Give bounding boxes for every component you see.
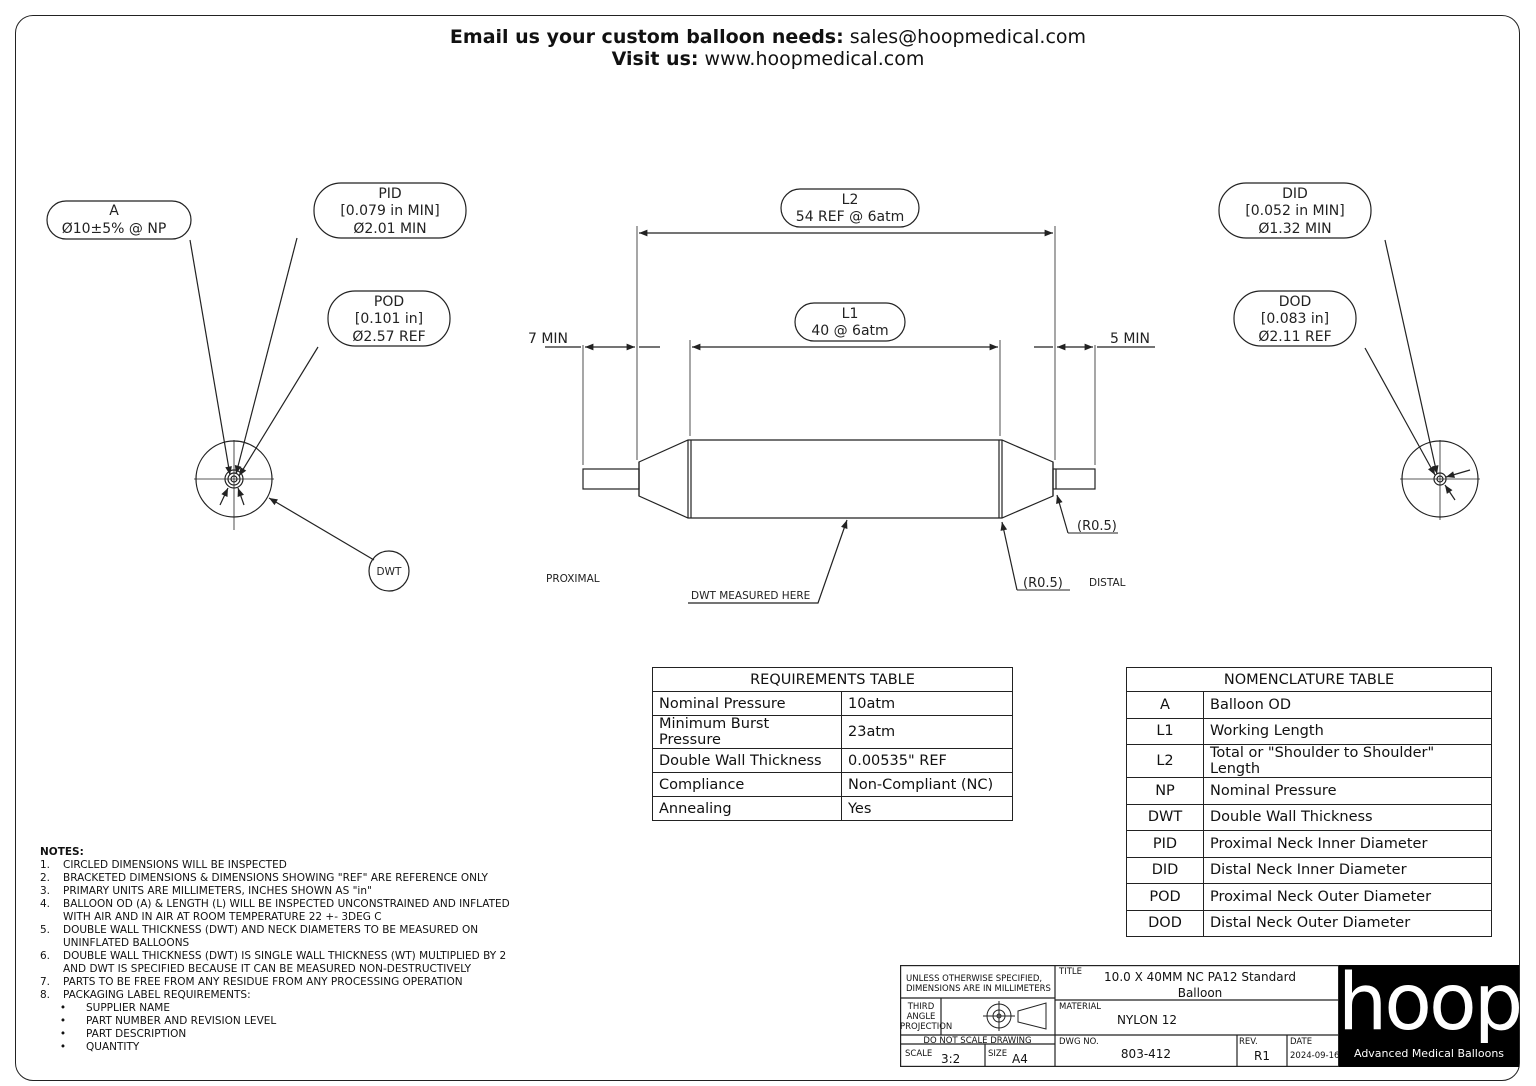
callout-did-name: DID — [1282, 186, 1308, 202]
note-item: WITH AIR AND IN AIR AT ROOM TEMPERATURE … — [63, 911, 382, 923]
proximal-end-view — [194, 440, 274, 530]
rev-label: REV. — [1239, 1037, 1258, 1047]
callout-dwt: DWT — [377, 566, 402, 578]
email-line: Email us your custom balloon needs: sale… — [0, 26, 1536, 48]
note-item: 2.BRACKETED DIMENSIONS & DIMENSIONS SHOW… — [40, 872, 488, 884]
note-item: 8.PACKAGING LABEL REQUIREMENTS: — [40, 989, 251, 1001]
website-link[interactable]: www.hoopmedical.com — [704, 48, 925, 70]
callout-pid-in: [0.079 in MIN] — [340, 203, 439, 219]
email-link[interactable]: sales@hoopmedical.com — [849, 26, 1087, 48]
callout-pod-in: [0.101 in] — [355, 311, 423, 327]
note-item: 4.BALLOON OD (A) & LENGTH (L) WILL BE IN… — [40, 898, 510, 910]
radius-label-neck: (R0.5) — [1077, 519, 1117, 534]
requirements-title: REQUIREMENTS TABLE — [652, 667, 1013, 692]
dwt-callout-circle — [368, 550, 410, 592]
dwt-measured-label: DWT MEASURED HERE — [691, 590, 810, 602]
dim-5-min: 5 MIN — [1110, 331, 1150, 347]
notes-title: NOTES: — [40, 846, 84, 858]
note-bullet: •QUANTITY — [59, 1041, 140, 1053]
note-item: AND DWT IS SPECIFIED BECAUSE IT CAN BE M… — [63, 963, 472, 975]
size-label: SIZE — [988, 1049, 1008, 1059]
callout-dod-in: [0.083 in] — [1261, 311, 1329, 327]
callout-pid-mm: Ø2.01 MIN — [353, 221, 426, 237]
hoop-logo: hoop Advanced Medical Balloons — [1338, 958, 1523, 1067]
radius-label-shoulder: (R0.5) — [1023, 576, 1063, 591]
drawing-border — [15, 15, 1520, 1081]
callout-l2-name: L2 — [842, 192, 859, 208]
note-item: 6.DOUBLE WALL THICKNESS (DWT) IS SINGLE … — [40, 950, 507, 962]
title-block: UNLESS OTHERWISE SPECIFIED,DIMENSIONS AR… — [900, 965, 1518, 1067]
material-value: NYLON 12 — [1116, 1013, 1178, 1027]
note-item: UNINFLATED BALLOONS — [63, 937, 190, 949]
notes-block: NOTES: 1.CIRCLED DIMENSIONS WILL BE INSP… — [40, 846, 510, 1054]
size-value: A4 — [1012, 1052, 1028, 1066]
title-block-grid — [900, 965, 1340, 1067]
material-label: MATERIAL — [1059, 1002, 1102, 1012]
dwg-number: 803-412 — [1120, 1047, 1172, 1061]
note-item: 3.PRIMARY UNITS ARE MILLIMETERS, INCHES … — [40, 885, 372, 897]
nomenclature-title: NOMENCLATURE TABLE — [1126, 667, 1492, 692]
visit-line: Visit us: www.hoopmedical.com — [0, 48, 1536, 70]
callout-dod-mm: Ø2.11 REF — [1258, 329, 1331, 345]
callout-l2-value: 54 REF @ 6atm — [796, 209, 904, 225]
rev-value: R1 — [1254, 1049, 1270, 1063]
callout-dod-name: DOD — [1279, 294, 1312, 310]
projection-symbol-icon — [983, 1001, 1047, 1031]
note-bullet: •SUPPLIER NAME — [59, 1002, 170, 1014]
dim-7-min: 7 MIN — [528, 331, 568, 347]
callout-l1-name: L1 — [842, 306, 859, 322]
callout-a-value: Ø10±5% @ NP — [62, 221, 167, 237]
note-item: 5.DOUBLE WALL THICKNESS (DWT) AND NECK D… — [40, 924, 479, 936]
callout-pod-name: POD — [374, 294, 404, 310]
callout-did-mm: Ø1.32 MIN — [1258, 221, 1331, 237]
logo-tagline: Advanced Medical Balloons — [1353, 1047, 1505, 1060]
callout-pid-name: PID — [378, 186, 401, 202]
distal-end-view — [1400, 440, 1480, 520]
proximal-label: PROXIMAL — [546, 573, 600, 585]
distal-label: DISTAL — [1089, 577, 1126, 589]
callout-did-in: [0.052 in MIN] — [1245, 203, 1344, 219]
title-label: TITLE — [1059, 967, 1082, 977]
callout-pod-mm: Ø2.57 REF — [352, 329, 425, 345]
svg-text:hoop: hoop — [1339, 965, 1519, 1043]
note-item: 1.CIRCLED DIMENSIONS WILL BE INSPECTED — [40, 859, 287, 871]
do-not-scale: DO NOT SCALE DRAWING — [923, 1036, 1032, 1046]
balloon-side-view — [582, 439, 1096, 519]
scale-label: SCALE — [905, 1049, 933, 1059]
email-label: Email us your custom balloon needs: — [449, 26, 844, 48]
hoop-wordmark-icon: hoop — [1338, 958, 1523, 1048]
callout-l1-value: 40 @ 6atm — [811, 323, 888, 339]
date-value: 2024-09-16 — [1290, 1051, 1340, 1061]
visit-label: Visit us: — [611, 48, 699, 70]
note-bullet: •PART DESCRIPTION — [59, 1028, 187, 1040]
callout-a-name: A — [109, 203, 119, 219]
note-bullet: •PART NUMBER AND REVISION LEVEL — [59, 1015, 277, 1027]
dwg-label: DWG NO. — [1059, 1037, 1099, 1047]
note-item: 7.PARTS TO BE FREE FROM ANY RESIDUE FROM… — [40, 976, 463, 988]
date-label: DATE — [1290, 1037, 1313, 1047]
scale-value: 3:2 — [941, 1052, 961, 1066]
tolerance-note: UNLESS OTHERWISE SPECIFIED,DIMENSIONS AR… — [906, 974, 1051, 994]
